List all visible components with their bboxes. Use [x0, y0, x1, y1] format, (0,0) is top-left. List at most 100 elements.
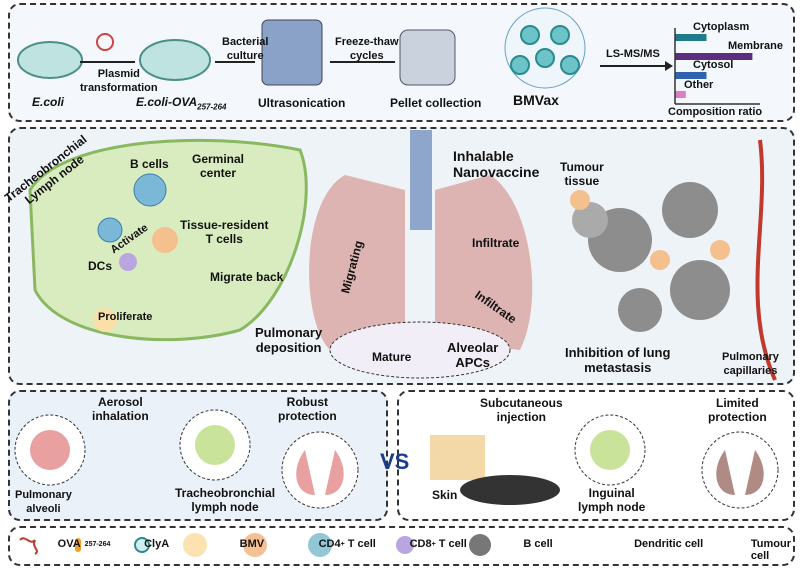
line: cycles [349, 50, 384, 62]
label-alveoli: Pulmonary alveoli [15, 488, 72, 516]
line: inhalation [92, 409, 149, 423]
ultrasonicator [261, 19, 323, 86]
legend-bcell: B cell [523, 538, 553, 550]
line: T cells [205, 232, 243, 246]
superscript: + [340, 540, 345, 548]
label-freeze: Freeze-thaw cycles [335, 35, 399, 63]
line: Tracheobronchial [175, 486, 276, 500]
legend-bmv: BMV [239, 538, 265, 550]
lymph-cells [93, 173, 178, 332]
line: metastasis [584, 360, 652, 375]
subscript: 257-264 [197, 102, 227, 112]
line: Limited [716, 396, 759, 410]
line: center [200, 166, 237, 180]
line: Subcutaneous [480, 396, 563, 410]
line: Inhalable [453, 148, 514, 164]
label-ecoli: E.coli [32, 95, 65, 109]
subscript: 257-264 [84, 540, 111, 548]
line: tissue [564, 174, 600, 188]
label-dcs: DCs [88, 259, 113, 273]
label-infiltrate-1: Infiltrate [472, 236, 520, 250]
line: Freeze-thaw [335, 36, 399, 48]
line: Inhibition of lung [565, 345, 671, 360]
composition-bars [675, 34, 753, 98]
bar-membrane [675, 53, 753, 60]
bar-cytoplasm [675, 34, 707, 41]
line: lymph node [578, 500, 646, 514]
chart-bar-label-other: Other [684, 79, 714, 91]
line: protection [708, 410, 767, 424]
robust-lung-circle [281, 431, 359, 509]
line: Tumour [560, 160, 604, 174]
ecoli-cell [17, 41, 83, 79]
alveolar-zoom [329, 321, 511, 379]
legend-clya: ClyA [144, 538, 170, 550]
text: CD8 [409, 538, 432, 550]
label-mature: Mature [372, 350, 412, 364]
line: lymph node [191, 500, 259, 514]
line: Alveolar [447, 340, 499, 355]
legend-cd4: CD4+ T cell [319, 538, 376, 550]
text: E.coli-OVA [136, 95, 198, 109]
legend-tumour: Tumour cell [750, 538, 792, 562]
centrifuge [399, 29, 456, 86]
chart-bar-label-cytoplasm: Cytoplasm [693, 21, 750, 33]
pulmonary-capillary [755, 139, 777, 381]
skin-layers [430, 435, 485, 480]
text: T cell [435, 538, 467, 550]
line: injection [496, 410, 547, 424]
bar-cytosol [675, 72, 707, 79]
lungs [309, 175, 533, 350]
ecoli-ova-cell [139, 39, 211, 81]
label-skin: Skin [432, 488, 458, 502]
chart-bar-label-membrane: Membrane [728, 40, 784, 52]
line: Robust [286, 395, 328, 409]
line: Pulmonary [722, 351, 779, 363]
text: OVA [57, 538, 81, 550]
line: Germinal [192, 152, 245, 166]
line: deposition [255, 340, 322, 355]
label-capillaries: Pulmonary capillaries [722, 350, 779, 378]
text: CD4 [318, 538, 341, 550]
label-bmvax: BMVax [513, 92, 559, 108]
line: Pulmonary [15, 489, 72, 501]
line: transformation [80, 82, 158, 94]
line: alveoli [26, 503, 61, 515]
label-plasmid: Plasmid transformation [80, 67, 158, 95]
line: capillaries [723, 365, 778, 377]
superscript: + [431, 540, 436, 548]
legend-cd8: CD8+ T cell [410, 538, 467, 550]
plasmid-icon [96, 33, 114, 51]
cd8-cells [570, 190, 730, 270]
tumour-tissue [572, 182, 730, 332]
line: Plasmid [97, 68, 140, 80]
label-bcells: B cells [130, 157, 169, 171]
label-pellet: Pellet collection [390, 96, 482, 110]
line: Nanovaccine [453, 164, 540, 180]
line: culture [226, 50, 264, 62]
text: T cell [344, 538, 376, 550]
line: Tissue-resident [180, 218, 269, 232]
bar-other [675, 91, 686, 98]
line: Pulmonary [255, 325, 323, 340]
line: Inguinal [588, 486, 635, 500]
label-vs: VS [380, 449, 410, 474]
trachea [410, 130, 432, 230]
limited-lung-circle [701, 431, 779, 509]
label-lsms: LS-MS/MS [606, 48, 660, 60]
line: APCs [455, 355, 490, 370]
